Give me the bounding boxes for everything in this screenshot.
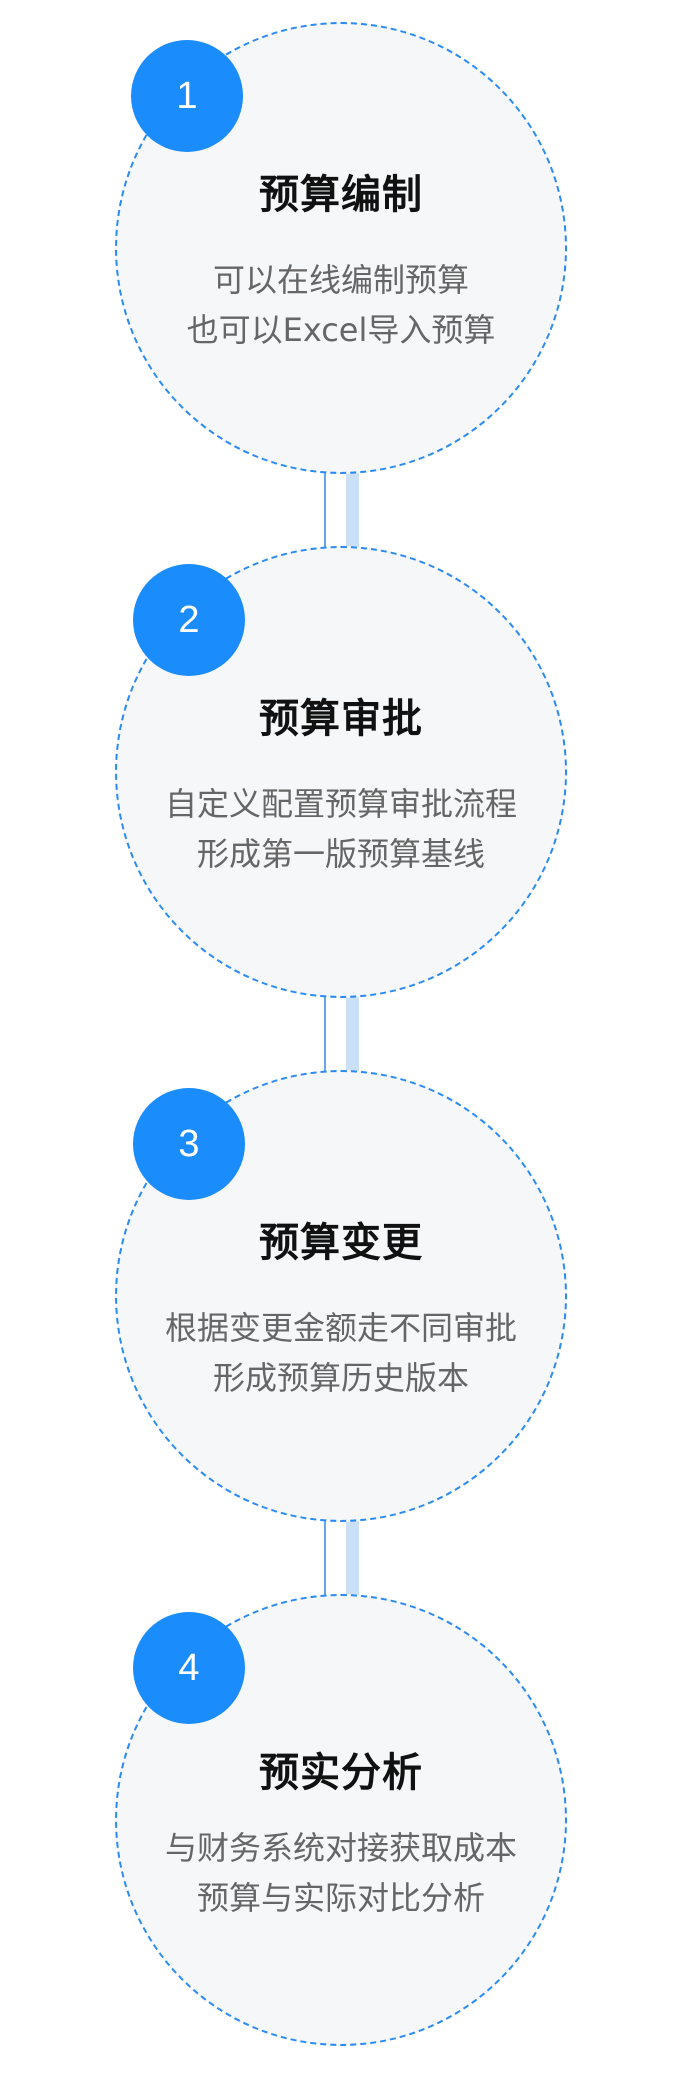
step-number-badge: 4 — [133, 1612, 245, 1724]
connector-line-thick — [346, 994, 359, 1076]
step-number-badge: 2 — [133, 564, 245, 676]
connector-3-4 — [324, 1518, 360, 1600]
step-title: 预算变更 — [259, 1220, 423, 1266]
step-title: 预实分析 — [259, 1750, 423, 1796]
connector-2-3 — [324, 994, 360, 1076]
step-description-line-2: 也可以Excel导入预算 — [186, 311, 496, 349]
step-1-circle: 预算编制 可以在线编制预算 也可以Excel导入预算 — [115, 22, 567, 474]
connector-line-thin — [324, 1518, 326, 1600]
connector-line-thick — [346, 470, 359, 552]
step-number-badge: 3 — [133, 1088, 245, 1200]
step-description-line-2: 形成预算历史版本 — [212, 1359, 469, 1397]
connector-line-thin — [324, 470, 326, 552]
step-description-line-1: 与财务系统对接获取成本 — [164, 1829, 517, 1867]
connector-1-2 — [324, 470, 360, 552]
step-description-line-1: 根据变更金额走不同审批 — [164, 1309, 517, 1347]
step-description-line-2: 预算与实际对比分析 — [196, 1879, 485, 1917]
step-description-line-1: 自定义配置预算审批流程 — [164, 785, 517, 823]
step-description-line-1: 可以在线编制预算 — [212, 261, 469, 299]
connector-line-thin — [324, 994, 326, 1076]
step-title: 预算编制 — [259, 172, 423, 218]
step-description-line-2: 形成第一版预算基线 — [196, 835, 485, 873]
step-number-badge: 1 — [131, 40, 243, 152]
step-title: 预算审批 — [259, 696, 423, 742]
connector-line-thick — [346, 1518, 359, 1600]
